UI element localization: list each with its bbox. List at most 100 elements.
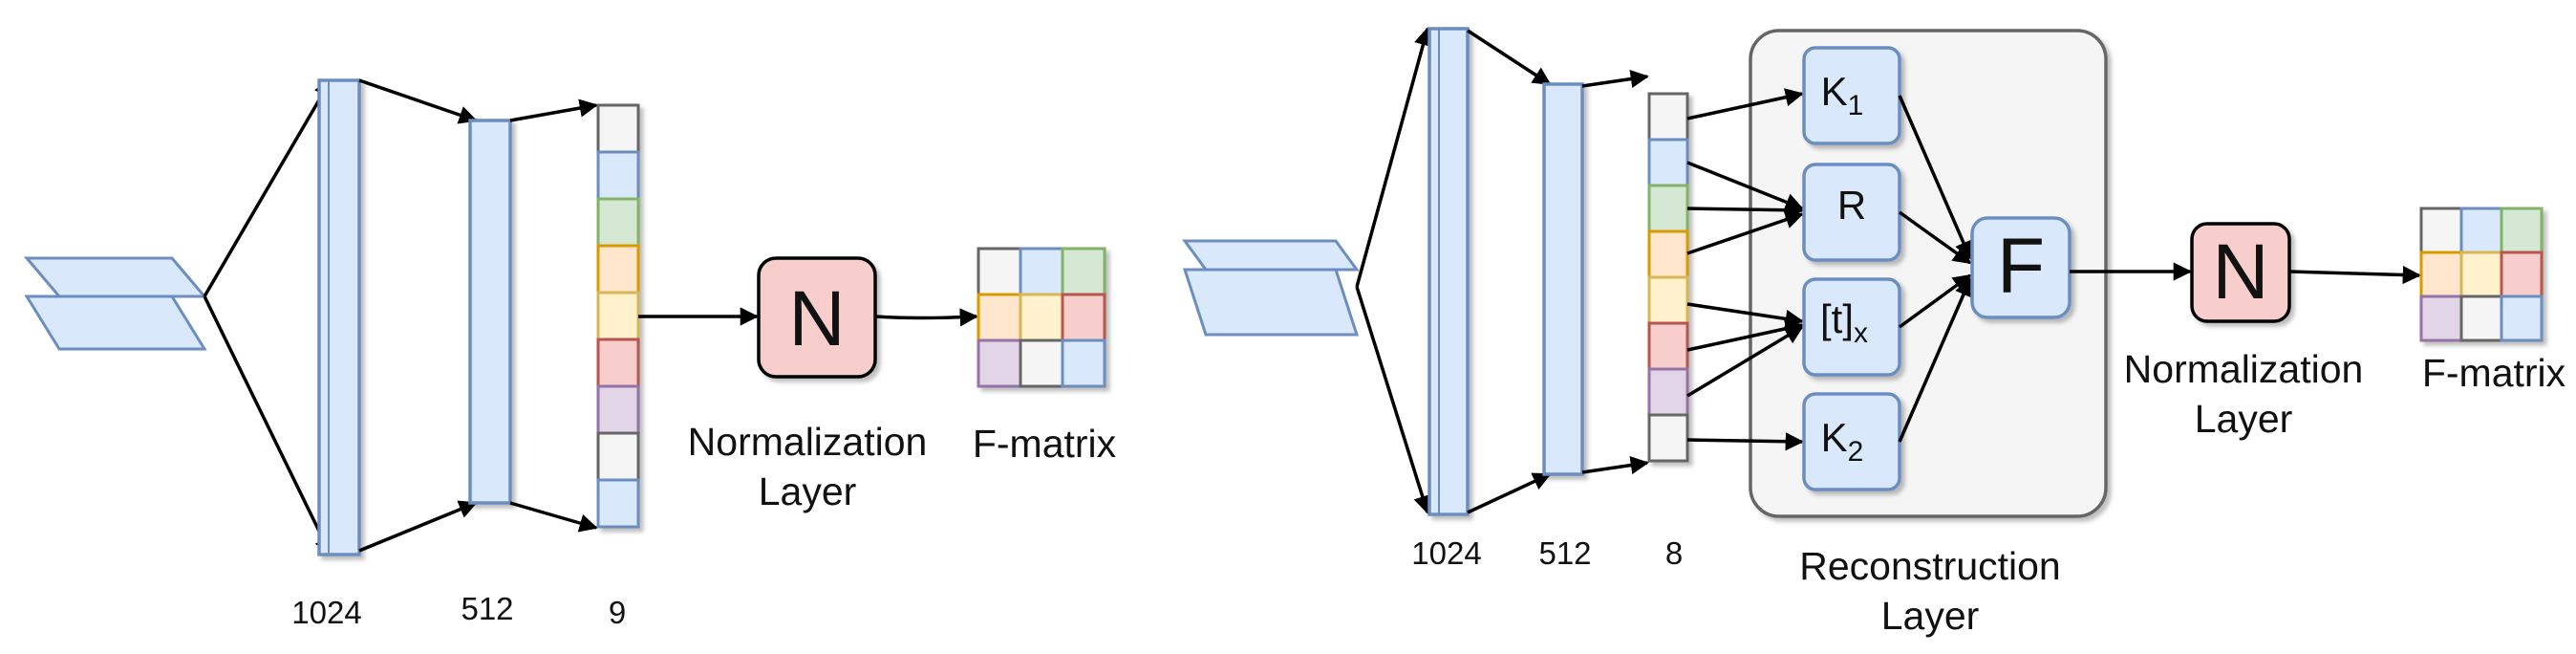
right-output-cell-2 xyxy=(1647,138,1689,187)
right-fmatrix-label: F-matrix xyxy=(2422,351,2566,395)
left-output-vector xyxy=(596,103,640,529)
right-edge-input-to-1024-bottom xyxy=(1355,286,1432,514)
right-fmatrix-cell-2 xyxy=(2459,207,2503,254)
left-size-512: 512 xyxy=(461,591,513,626)
left-fmatrix-cell-1 xyxy=(977,247,1022,296)
left-fmatrix-cell-7 xyxy=(977,338,1022,388)
k2-subscript: 2 xyxy=(1848,436,1864,468)
left-input-block xyxy=(23,256,208,351)
right-edge-512-to-8-bottom xyxy=(1581,455,1649,475)
left-normalization-label-line1: Normalization xyxy=(688,420,928,464)
edge-k1-to-f xyxy=(1898,95,1972,260)
right-fmatrix-cell-9 xyxy=(2500,294,2544,342)
right-edge-1024-to-512-top xyxy=(1467,29,1552,86)
right-layer-512 xyxy=(1542,82,1584,476)
left-layer-1024 xyxy=(317,78,361,556)
right-normalization-symbol: N xyxy=(2212,229,2268,316)
right-network: K1 R [t]x K2 F N 1024 512 8 Reconstructi… xyxy=(1182,27,2566,638)
edge-k2-to-f xyxy=(1898,277,1972,443)
left-input-block-top xyxy=(23,256,208,298)
edge-r-to-f xyxy=(1898,210,1972,265)
left-fmatrix-cell-2 xyxy=(1019,247,1064,296)
right-fmatrix-cell-8 xyxy=(2459,294,2503,342)
left-fmatrix-cell-4 xyxy=(977,293,1022,342)
right-edge-cell1-to-k1 xyxy=(1686,88,1804,120)
right-fmatrix-cell-4 xyxy=(2419,251,2463,298)
left-normalization-symbol: N xyxy=(788,275,845,362)
right-output-cell-8 xyxy=(1647,413,1689,463)
left-edge-1024-to-512-top xyxy=(358,78,478,124)
right-normalization-label-line1: Normalization xyxy=(2124,347,2364,391)
left-output-cell-4 xyxy=(596,244,640,294)
left-normalization-label-line2: Layer xyxy=(759,469,857,513)
right-input-block-top xyxy=(1182,239,1360,272)
right-output-cell-5 xyxy=(1647,275,1689,325)
edge-right-norm-to-fmatrix xyxy=(2288,265,2421,285)
reconstruction-label-line1: Reconstruction xyxy=(1799,544,2060,588)
f-symbol: F xyxy=(1997,223,2045,310)
right-edge-cell8-to-k2 xyxy=(1686,432,1804,451)
right-fmatrix-cell-6 xyxy=(2500,251,2544,298)
left-edge-norm-to-fmatrix xyxy=(874,308,978,327)
left-output-cell-7 xyxy=(596,384,640,435)
right-fmatrix-cell-3 xyxy=(2500,207,2544,254)
right-layer-1024 xyxy=(1428,27,1470,516)
right-output-cell-4 xyxy=(1647,229,1689,279)
left-layer-512 xyxy=(468,119,512,505)
r-label: R xyxy=(1837,183,1866,228)
left-edge-512-to-9-top xyxy=(509,98,598,122)
right-fmatrix-cell-5 xyxy=(2459,251,2503,298)
left-input-block-front xyxy=(24,294,207,351)
right-size-512: 512 xyxy=(1538,535,1591,571)
right-size-1024: 1024 xyxy=(1411,535,1481,571)
right-fmatrix-cell-7 xyxy=(2419,294,2463,342)
left-size-1024: 1024 xyxy=(291,595,361,630)
k2-label: K2 xyxy=(1821,415,1864,468)
k1-label: K1 xyxy=(1821,69,1864,121)
left-fmatrix-cell-6 xyxy=(1061,293,1106,342)
right-edge-cell2-to-r xyxy=(1686,161,1804,211)
left-output-cell-5 xyxy=(596,291,640,341)
right-normalization-label-line2: Layer xyxy=(2195,397,2293,441)
right-output-vector xyxy=(1647,92,1689,463)
right-output-cell-6 xyxy=(1647,321,1689,371)
right-edge-cell4-to-r xyxy=(1686,210,1804,255)
left-f-matrix xyxy=(977,247,1106,388)
left-edge-input-to-1024-bottom xyxy=(203,295,333,556)
left-network: N 1024 512 9 Normalization Layer F-matri… xyxy=(23,78,1117,630)
left-output-cell-1 xyxy=(596,103,640,154)
right-edge-1024-to-512-bottom xyxy=(1467,472,1552,514)
right-size-8: 8 xyxy=(1665,535,1683,571)
k1-letter: K xyxy=(1821,69,1848,114)
right-edge-input-to-1024-top xyxy=(1355,27,1432,288)
left-fmatrix-label: F-matrix xyxy=(973,422,1117,466)
t-label: [t]x xyxy=(1820,296,1868,349)
left-fmatrix-cell-3 xyxy=(1061,247,1106,296)
right-edge-cell5-to-t xyxy=(1686,302,1804,328)
right-output-cell-1 xyxy=(1647,92,1689,142)
right-input-block-front xyxy=(1182,268,1360,337)
reconstruction-label-line2: Layer xyxy=(1881,594,1980,638)
right-edge-cell3-to-r xyxy=(1686,201,1804,220)
right-edge-cell6-to-t xyxy=(1686,319,1804,352)
right-f-matrix xyxy=(2419,207,2544,342)
left-edge-1024-to-512-bottom xyxy=(358,500,478,553)
left-output-cell-6 xyxy=(596,338,640,388)
right-fmatrix-cell-1 xyxy=(2419,207,2463,254)
left-output-cell-2 xyxy=(596,150,640,201)
k1-subscript: 1 xyxy=(1848,90,1864,121)
left-size-9: 9 xyxy=(609,595,626,630)
left-edge-512-to-9-bottom xyxy=(509,501,598,533)
f-box xyxy=(1970,216,2072,319)
right-output-cell-7 xyxy=(1647,367,1689,417)
right-input-block xyxy=(1182,239,1360,337)
t-bracket: [t] xyxy=(1820,296,1854,341)
right-output-cell-3 xyxy=(1647,184,1689,233)
left-fmatrix-cell-5 xyxy=(1019,293,1064,342)
k2-letter: K xyxy=(1821,415,1848,460)
left-fmatrix-cell-8 xyxy=(1019,338,1064,388)
left-edge-input-to-1024-top xyxy=(203,78,333,297)
right-edge-512-to-8-top xyxy=(1581,69,1649,89)
left-output-cell-3 xyxy=(596,197,640,248)
